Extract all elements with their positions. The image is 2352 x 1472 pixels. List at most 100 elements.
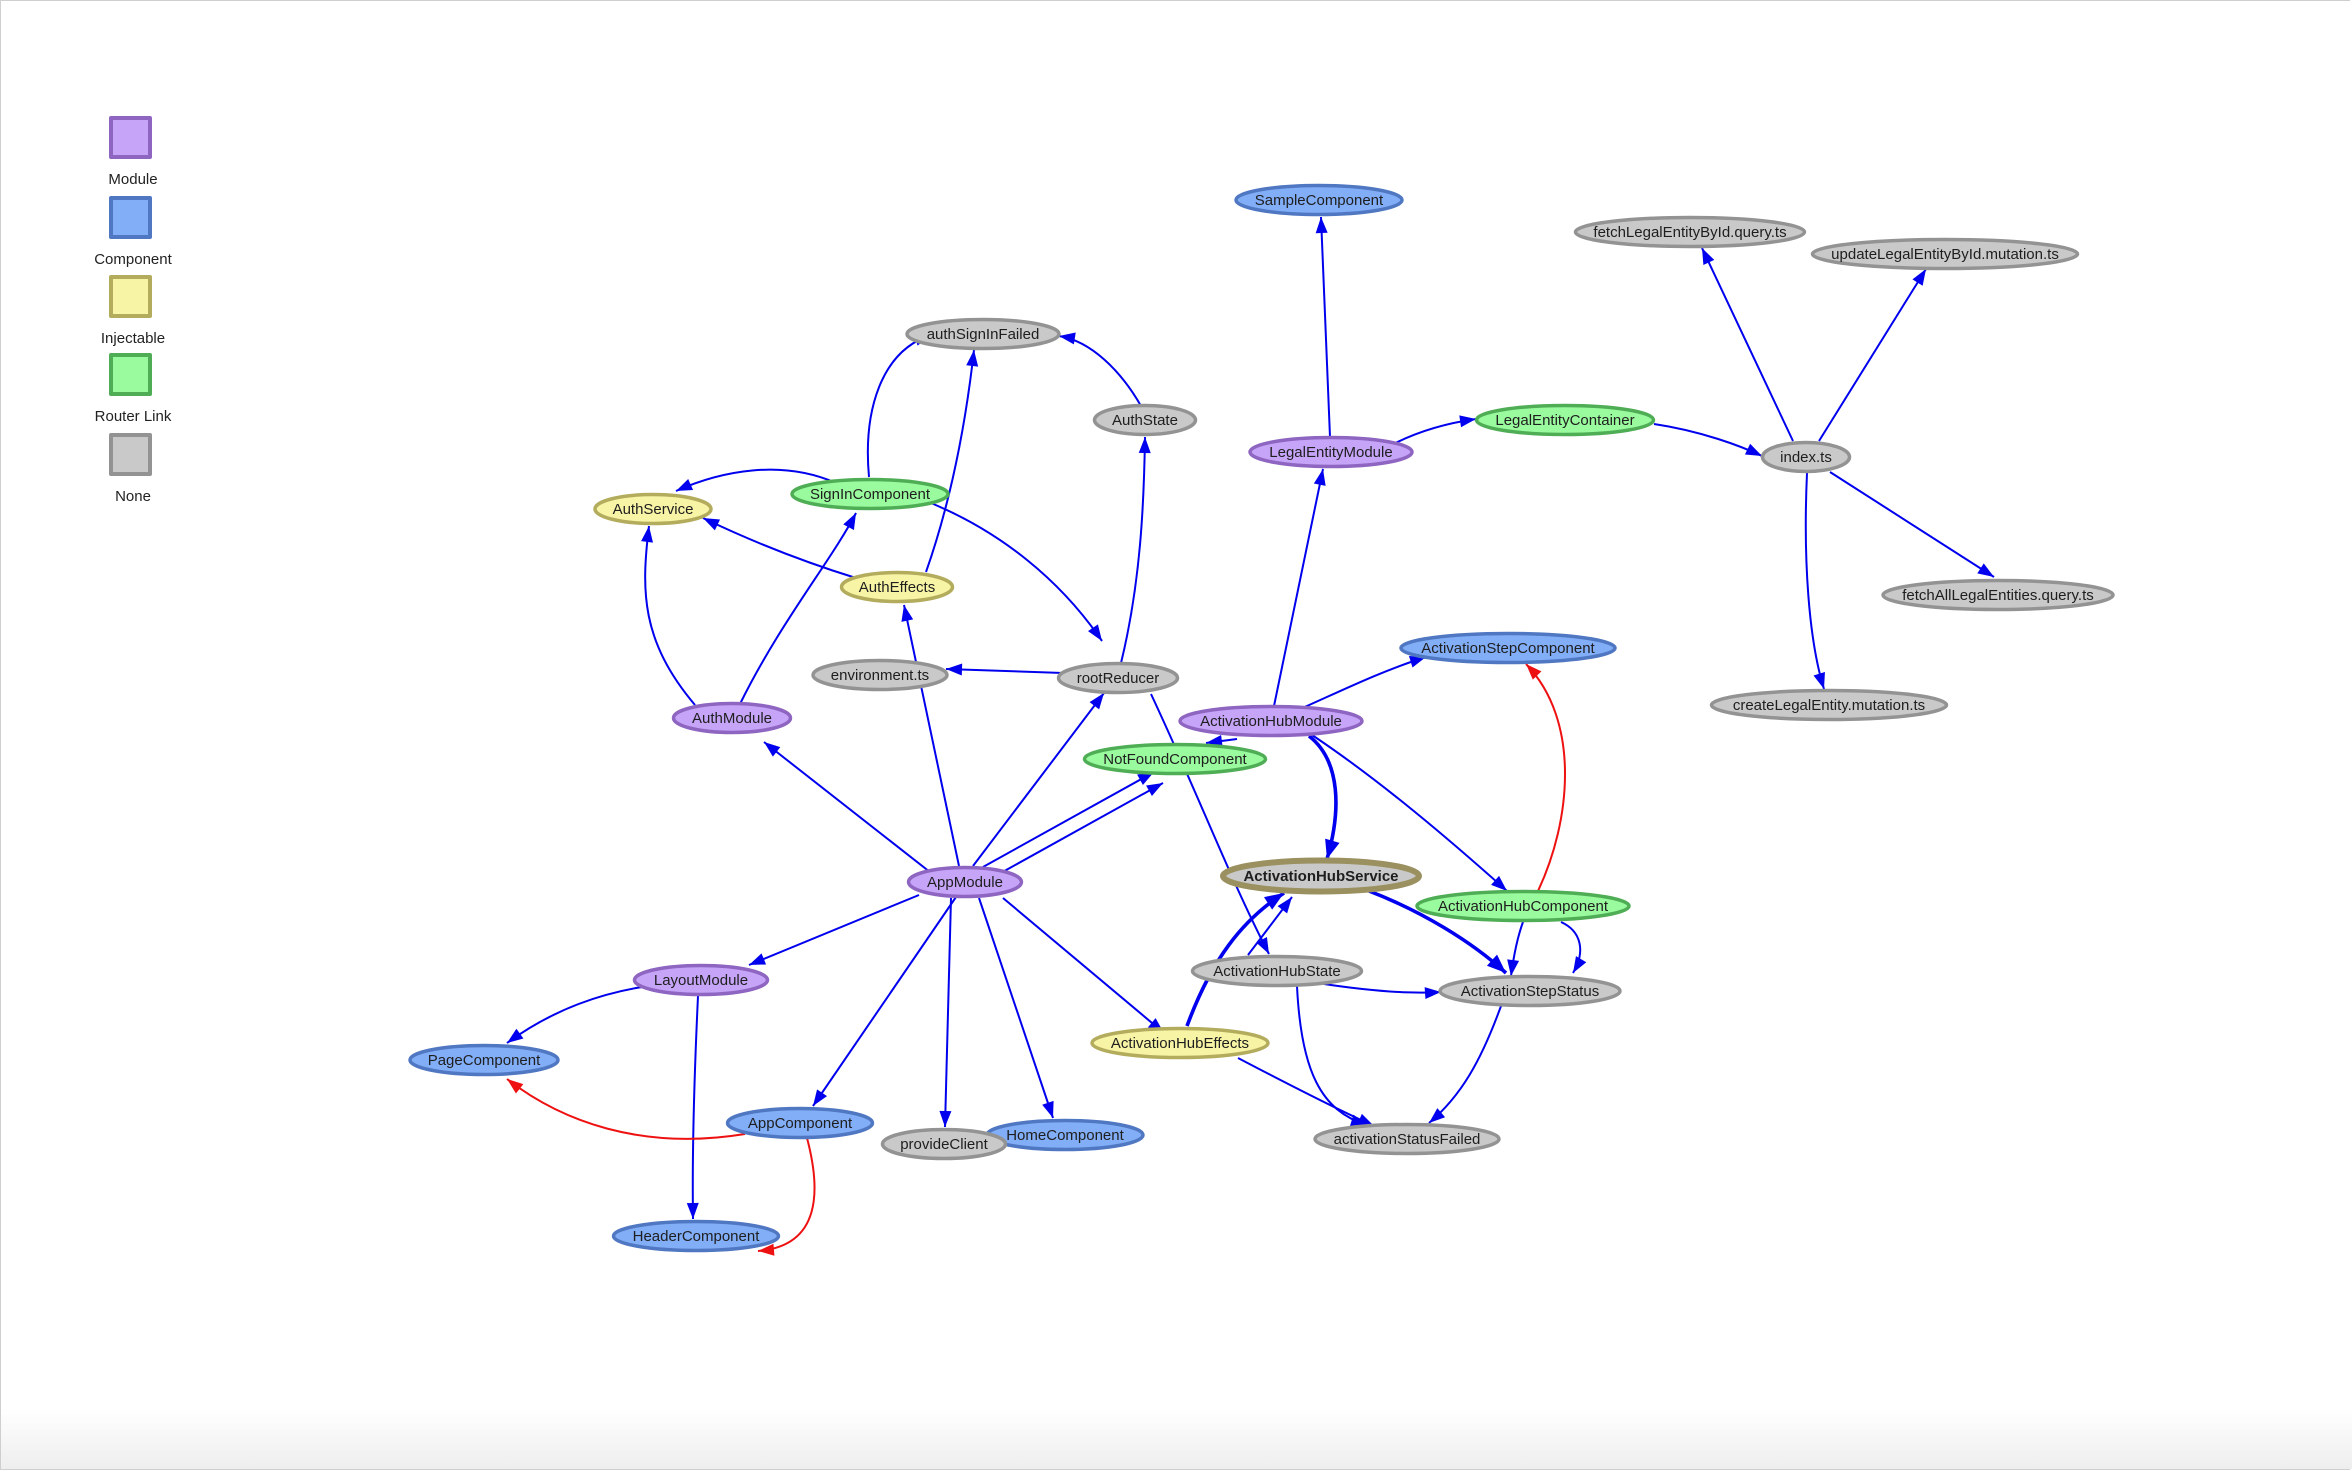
node-LegalEntityModule[interactable]: LegalEntityModule [1248,435,1414,469]
edge-AppModule-to-provideClient [939,897,952,1128]
node-updateLegalEntityById[interactable]: updateLegalEntityById.mutation.ts [1810,237,2080,271]
node-ActivationHubEffects[interactable]: ActivationHubEffects [1090,1026,1270,1060]
node-ActivationHubService[interactable]: ActivationHubService [1220,857,1422,895]
node-shape[interactable] [1248,435,1414,469]
node-shape[interactable] [1709,688,1949,722]
node-shape[interactable] [1092,403,1198,437]
node-shape[interactable] [905,317,1061,351]
node-shape[interactable] [725,1106,875,1140]
node-shape[interactable] [1220,857,1422,895]
edge-AuthEffects-to-AuthService [702,517,857,579]
node-shape[interactable] [880,1127,1008,1161]
node-SampleComponent[interactable]: SampleComponent [1234,183,1404,217]
node-shape[interactable] [671,701,793,735]
node-NotFoundComponent[interactable]: NotFoundComponent [1082,742,1268,776]
edge-AppModule-to-NotFoundComponent [998,782,1164,875]
node-label: AppComponent [748,1115,853,1132]
node-LegalEntityContainer[interactable]: LegalEntityContainer [1474,403,1656,437]
node-AppModule[interactable]: AppModule [906,865,1024,899]
node-provideClient[interactable]: provideClient [880,1127,1008,1161]
node-shape[interactable] [1056,661,1180,695]
node-label: ActivationHubEffects [1111,1035,1249,1052]
node-shape[interactable] [1178,704,1364,738]
node-shape[interactable] [811,658,949,692]
node-createLegalEntity[interactable]: createLegalEntity.mutation.ts [1709,688,1949,722]
node-shape[interactable] [839,570,955,604]
node-ActivationHubModule[interactable]: ActivationHubModule [1178,704,1364,738]
node-shape[interactable] [1399,631,1617,665]
node-AuthModule[interactable]: AuthModule [671,701,793,735]
edge-AppModule-to-AuthModule [763,741,936,877]
node-label: ActivationStepStatus [1461,983,1599,1000]
edge-ActivationHubState-to-ActivationStepStatus [1323,983,1442,1000]
edge-AuthEffects-to-authSignInFailed [925,349,979,573]
node-AuthState[interactable]: AuthState [1092,403,1198,437]
legend-swatch-component [109,196,152,239]
node-label: createLegalEntity.mutation.ts [1733,697,1925,714]
node-shape[interactable] [790,477,950,511]
node-shape[interactable] [1474,403,1656,437]
node-shape[interactable] [906,865,1024,899]
node-ActivationStepStatus[interactable]: ActivationStepStatus [1438,974,1622,1008]
node-indexTs[interactable]: index.ts [1760,440,1852,474]
node-label: AuthEffects [859,579,935,596]
node-shape[interactable] [1415,889,1631,923]
edge-AppModule-to-AppComponent [812,896,957,1107]
edge-LayoutModule-to-HeaderComponent [686,995,699,1220]
node-PageComponent[interactable]: PageComponent [408,1043,560,1077]
node-shape[interactable] [1090,1026,1270,1060]
node-shape[interactable] [1234,183,1404,217]
node-SignInComponent[interactable]: SignInComponent [790,477,950,511]
edge-AppModule-to-ActivationHubEffects [1002,897,1165,1034]
node-fetchAllLegalEntities[interactable]: fetchAllLegalEntities.query.ts [1881,578,2115,612]
node-shape[interactable] [593,492,713,526]
node-label: index.ts [1780,449,1832,466]
node-shape[interactable] [1760,440,1852,474]
edge-AppComponent-to-PageComponent [506,1078,746,1140]
node-shape[interactable] [1082,742,1268,776]
node-environmentTs[interactable]: environment.ts [811,658,949,692]
legend-label-injectable: Injectable [100,330,166,347]
node-shape[interactable] [1573,215,1807,249]
node-ActivationHubState[interactable]: ActivationHubState [1190,954,1364,988]
node-LayoutModule[interactable]: LayoutModule [632,963,770,997]
node-AuthService[interactable]: AuthService [593,492,713,526]
node-shape[interactable] [1810,237,2080,271]
edge-AppModule-to-rootReducer [972,692,1105,867]
node-label: AuthState [1112,412,1178,429]
node-AuthEffects[interactable]: AuthEffects [839,570,955,604]
edge-SignInComponent-to-rootReducer [925,500,1103,642]
node-AppComponent[interactable]: AppComponent [725,1106,875,1140]
node-shape[interactable] [1190,954,1364,988]
edge-AppModule-to-HomeComponent [978,897,1054,1119]
node-rootReducer[interactable]: rootReducer [1056,661,1180,695]
node-label: authSignInFailed [927,326,1040,343]
edge-LayoutModule-to-PageComponent [506,983,664,1044]
node-shape[interactable] [611,1219,781,1253]
node-label: environment.ts [831,667,929,684]
node-ActivationHubComponent[interactable]: ActivationHubComponent [1415,889,1631,923]
node-label: ActivationHubState [1213,963,1341,980]
edge-SignInComponent-to-AuthService [675,468,837,492]
edge-AuthState-to-authSignInFailed [1058,332,1142,407]
node-label: provideClient [900,1136,988,1153]
node-authSignInFailed[interactable]: authSignInFailed [905,317,1061,351]
node-shape[interactable] [1438,974,1622,1008]
node-label: LayoutModule [654,972,748,989]
node-shape[interactable] [1313,1122,1501,1156]
node-shape[interactable] [408,1043,560,1077]
edge-ActivationHubComponent-to-ActivationStepStatus [1560,921,1587,974]
node-activationStatusFailed[interactable]: activationStatusFailed [1313,1122,1501,1156]
node-HomeComponent[interactable]: HomeComponent [985,1118,1145,1152]
node-shape[interactable] [1881,578,2115,612]
node-fetchLegalEntityById[interactable]: fetchLegalEntityById.query.ts [1573,215,1807,249]
node-label: ActivationHubService [1243,868,1398,885]
node-ActivationStepComponent[interactable]: ActivationStepComponent [1399,631,1617,665]
edge-AppModule-to-NotFoundComponent [982,771,1155,868]
node-HeaderComponent[interactable]: HeaderComponent [611,1219,781,1253]
node-shape[interactable] [632,963,770,997]
